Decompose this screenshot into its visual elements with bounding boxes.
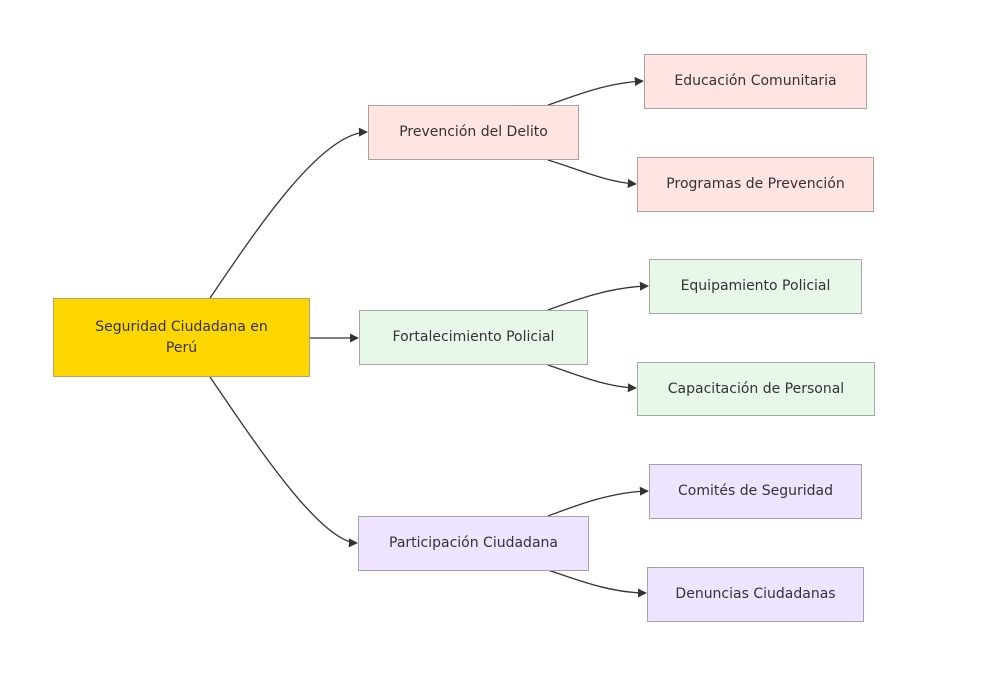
edge-fortalecimiento-capacitacion: [547, 364, 637, 393]
leaf-node-label: Denuncias Ciudadanas: [675, 586, 836, 602]
leaf-node-denuncias-ciudadanas: Denuncias Ciudadanas: [647, 567, 864, 622]
leaf-node-comites-seguridad: Comités de Seguridad: [649, 464, 862, 519]
edge-participacion-comites: [547, 486, 649, 517]
edge-participacion-denuncias: [547, 569, 647, 598]
branch-node-label: Fortalecimiento Policial: [392, 329, 555, 345]
edge-prevencion-educacion: [547, 76, 644, 106]
branch-node-label: Participación Ciudadana: [389, 535, 558, 551]
root-node-label: Seguridad Ciudadana en Perú: [95, 318, 268, 356]
edge-root-prevencion: [209, 127, 368, 299]
leaf-node-label: Comités de Seguridad: [678, 483, 833, 499]
leaf-node-educacion-comunitaria: Educación Comunitaria: [644, 54, 867, 109]
leaf-node-equipamiento-policial: Equipamiento Policial: [649, 259, 862, 314]
edge-prevencion-programas: [547, 159, 637, 189]
leaf-node-label: Programas de Prevención: [666, 176, 845, 192]
edge-fortalecimiento-equipamiento: [547, 281, 649, 311]
branch-node-participacion: Participación Ciudadana: [358, 516, 589, 571]
branch-node-prevencion: Prevención del Delito: [368, 105, 579, 160]
leaf-node-capacitacion-personal: Capacitación de Personal: [637, 362, 875, 416]
leaf-node-label: Equipamiento Policial: [680, 278, 831, 294]
leaf-node-label: Educación Comunitaria: [674, 73, 837, 89]
branch-node-fortalecimiento: Fortalecimiento Policial: [359, 310, 588, 365]
root-node: Seguridad Ciudadana en Perú: [53, 298, 310, 377]
leaf-node-programas-prevencion: Programas de Prevención: [637, 157, 874, 212]
edge-root-participacion: [209, 376, 358, 548]
branch-node-label: Prevención del Delito: [399, 124, 548, 140]
leaf-node-label: Capacitación de Personal: [667, 380, 845, 397]
